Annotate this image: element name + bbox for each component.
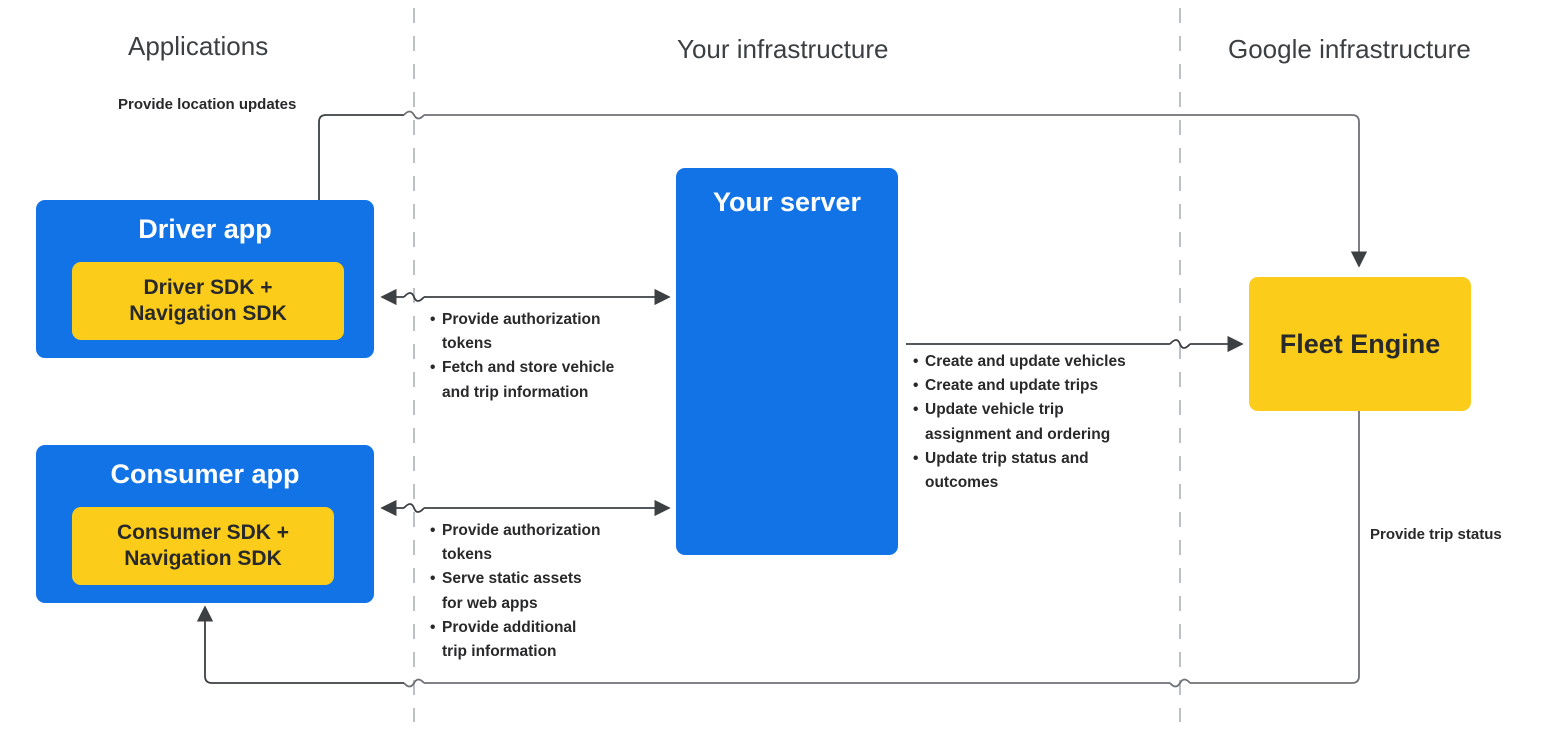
list-item: Create and update trips [913, 374, 1163, 398]
bullet-line2: outcomes [925, 473, 999, 491]
bullet-line2: tokens [442, 546, 492, 564]
node-consumer-app-title: Consumer app [110, 459, 300, 489]
bullet-line2: for web apps [442, 594, 538, 612]
node-consumer-sdk[interactable]: Consumer SDK + Navigation SDK [72, 507, 334, 585]
edge-label-provide-location-updates: Provide location updates [118, 96, 297, 113]
bullet-line2: trip information [442, 642, 557, 660]
bullet-line2: assignment and ordering [925, 425, 1111, 443]
connector-server-fleet-engine [906, 335, 1244, 353]
bullet-line1: Create and update vehicles [925, 353, 1126, 370]
bullet-line1: Create and update trips [925, 377, 1099, 395]
list-item: Provide authorization tokens [430, 519, 655, 567]
bullet-line1: Fetch and store vehicle [442, 359, 615, 377]
bullet-list-server-fleet-engine: Create and update vehicles Create and up… [913, 350, 1163, 495]
node-driver-sdk[interactable]: Driver SDK + Navigation SDK [72, 262, 344, 340]
bullet-line1: Update trip status and [925, 449, 1089, 467]
connector-driver-to-fleet-engine [318, 110, 1368, 272]
node-your-server[interactable]: Your server [676, 168, 898, 555]
bullet-list-consumer-server: Provide authorization tokens Serve stati… [430, 519, 655, 664]
node-fleet-engine-title: Fleet Engine [1279, 328, 1441, 359]
node-driver-sdk-label: Driver SDK + Navigation SDK [129, 275, 287, 328]
list-item: Provide authorization tokens [430, 308, 655, 356]
node-your-server-title: Your server [712, 187, 862, 217]
node-driver-app-title: Driver app [138, 214, 272, 244]
node-consumer-sdk-line1: Consumer SDK + [116, 520, 290, 544]
list-item: Update vehicle trip assignment and order… [913, 398, 1163, 446]
column-heading-applications: Applications [128, 31, 269, 61]
connector-driver-server [380, 288, 671, 306]
node-driver-app[interactable]: Driver app Driver SDK + Navigation SDK [36, 200, 374, 358]
node-consumer-sdk-label: Consumer SDK + Navigation SDK [117, 520, 289, 573]
list-item: Create and update vehicles [913, 350, 1163, 374]
node-consumer-app[interactable]: Consumer app Consumer SDK + Navigation S… [36, 445, 374, 603]
bullet-line2: tokens [442, 335, 492, 353]
bullet-line2: and trip information [442, 383, 589, 401]
bullet-line1: Provide additional [442, 618, 577, 636]
bullet-line1: Serve static assets [442, 570, 582, 588]
column-heading-your-infrastructure: Your infrastructure [677, 34, 889, 64]
node-driver-sdk-line2: Navigation SDK [129, 302, 287, 325]
bullet-list-driver-server: Provide authorization tokens Fetch and s… [430, 308, 655, 405]
list-item: Fetch and store vehicle and trip informa… [430, 356, 655, 404]
bullet-line1: Update vehicle trip [925, 401, 1064, 419]
node-fleet-engine[interactable]: Fleet Engine [1249, 277, 1471, 411]
connector-fleet-engine-to-consumer [196, 411, 1360, 688]
list-item: Update trip status and outcomes [913, 447, 1163, 495]
connector-consumer-server [380, 499, 671, 517]
column-heading-google-infrastructure: Google infrastructure [1228, 34, 1471, 64]
bullet-line1: Provide authorization [442, 522, 601, 539]
node-driver-sdk-line1: Driver SDK + [143, 275, 273, 299]
list-item: Provide additional trip information [430, 616, 655, 664]
edge-label-provide-trip-status: Provide trip status [1370, 526, 1502, 543]
node-consumer-sdk-line2: Navigation SDK [124, 547, 282, 570]
bullet-line1: Provide authorization [442, 311, 601, 328]
list-item: Serve static assets for web apps [430, 567, 655, 615]
